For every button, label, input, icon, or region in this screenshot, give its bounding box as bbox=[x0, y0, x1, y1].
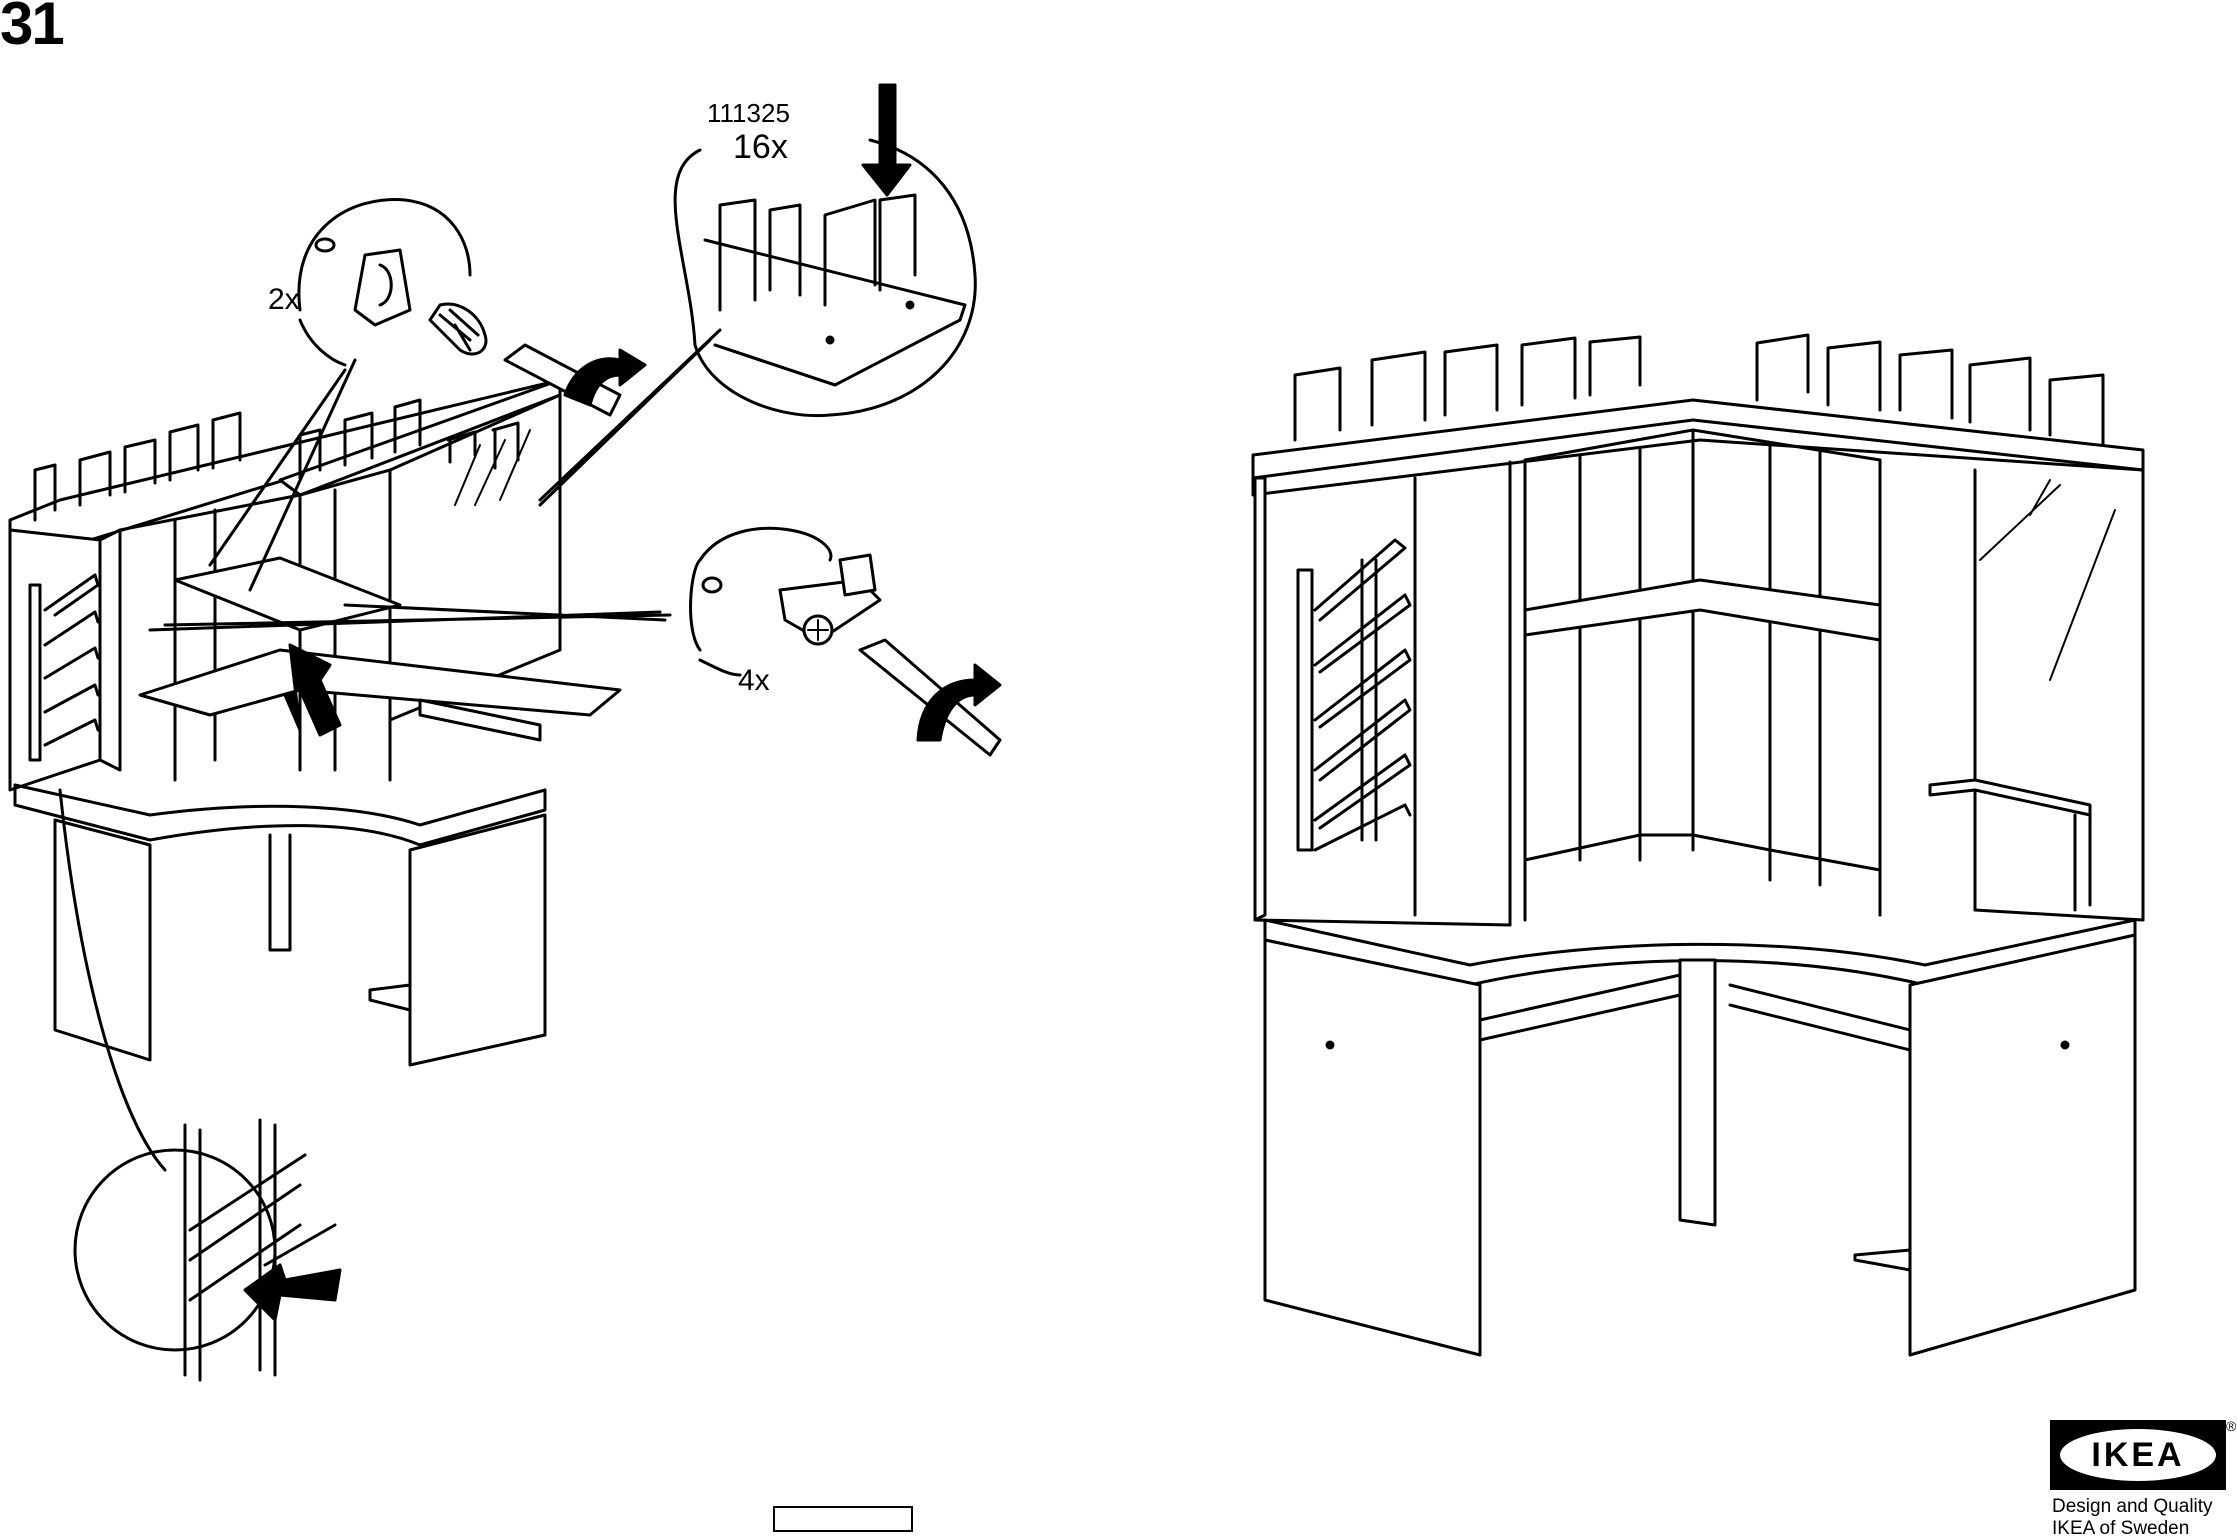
tagline-design-quality: Design and Quality bbox=[2052, 1496, 2213, 1518]
ikea-logo: IKEA bbox=[2050, 1420, 2226, 1490]
part-number-label: 111325 bbox=[707, 100, 790, 126]
screw-quantity-label: 2x bbox=[268, 285, 300, 315]
finished-desk-drawing bbox=[1253, 335, 2143, 1355]
page-code-box bbox=[773, 1506, 913, 1532]
screw-fitting-callout bbox=[299, 200, 645, 415]
registered-mark: ® bbox=[2226, 1418, 2236, 1434]
wire-quantity-label: 16x bbox=[733, 130, 788, 164]
shelf-pin-quantity-label: 4x bbox=[738, 666, 770, 696]
shelf-pin-callout bbox=[691, 528, 1000, 755]
desk-assembly-drawing bbox=[10, 330, 720, 1170]
magazine-file-callout bbox=[75, 1120, 340, 1380]
logo-text: IKEA bbox=[2060, 1429, 2216, 1481]
wire-divider-callout bbox=[675, 85, 975, 416]
